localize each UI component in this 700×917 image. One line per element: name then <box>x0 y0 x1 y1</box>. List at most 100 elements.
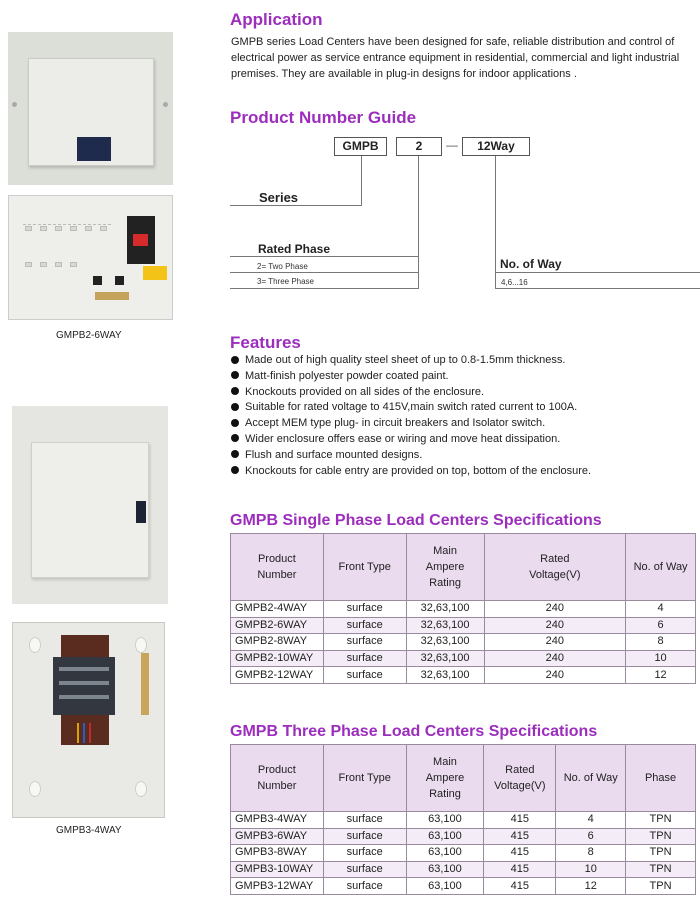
cell: surface <box>322 827 407 846</box>
cell: 415 <box>483 811 557 829</box>
circuit-breakers <box>53 657 115 715</box>
cell: 32,63,100 <box>405 616 485 635</box>
cell: 240 <box>483 666 627 684</box>
bullet-icon <box>231 434 239 443</box>
header-text: Rated Voltage(V) <box>529 553 581 581</box>
cell: 8 <box>555 844 627 862</box>
col-header: Phase <box>625 744 696 812</box>
cell: GMPB2-10WAY <box>230 649 324 668</box>
din-rail <box>23 224 111 234</box>
cell: 415 <box>483 844 557 862</box>
col-header: Product Number <box>230 533 324 601</box>
cell: 32,63,100 <box>405 600 485 618</box>
cell: 10 <box>555 860 627 879</box>
feature-item: Accept MEM type plug- in circuit breaker… <box>231 416 696 432</box>
cell: 63,100 <box>405 827 485 846</box>
product-photo-open-4way <box>12 622 165 818</box>
phase-option: 2= Two Phase <box>257 262 308 271</box>
header-text: Phase <box>644 772 677 784</box>
feature-text: Knockouts for cable entry are provided o… <box>245 464 592 477</box>
photo-caption: GMPB3-4WAY <box>56 825 122 836</box>
header-text: Product Number <box>257 764 297 792</box>
code-dash: — <box>446 138 458 152</box>
knockout-slot <box>55 226 62 231</box>
cell: 8 <box>625 633 696 651</box>
bullet-icon <box>231 450 239 459</box>
cell: 6 <box>555 827 627 846</box>
knockout-slot <box>25 226 32 231</box>
cell: 63,100 <box>405 844 485 862</box>
knockout-slot <box>70 262 77 267</box>
col-header: Rated Voltage(V) <box>483 533 627 601</box>
knockout-slot <box>55 262 62 267</box>
knockout-slot <box>40 262 47 267</box>
cell: TPN <box>625 860 696 879</box>
cell: 32,63,100 <box>405 666 485 684</box>
screw-icon <box>163 102 168 107</box>
bullet-icon <box>231 355 239 364</box>
cell: 415 <box>483 877 557 895</box>
code-way-box: 12Way <box>462 137 530 156</box>
connector-line <box>361 156 362 206</box>
cell: 12 <box>555 877 627 895</box>
feature-text: Flush and surface mounted designs. <box>245 448 423 461</box>
cell: TPN <box>625 827 696 846</box>
bullet-icon <box>231 402 239 411</box>
cell: GMPB2-12WAY <box>230 666 324 684</box>
cell: surface <box>322 616 407 635</box>
cell: 240 <box>483 616 627 635</box>
enclosure-cover <box>28 58 154 166</box>
connector-line <box>230 256 419 257</box>
connector-line <box>418 156 419 288</box>
three-phase-heading: GMPB Three Phase Load Centers Specificat… <box>230 723 598 740</box>
cell: 12 <box>625 666 696 684</box>
header-text: Front Type <box>338 772 391 784</box>
cell: 415 <box>483 860 557 879</box>
feature-text: Accept MEM type plug- in circuit breaker… <box>245 417 546 430</box>
cell: GMPB2-4WAY <box>230 600 324 618</box>
breaker-row <box>59 667 109 671</box>
neutral-bar <box>141 653 149 715</box>
cell: GMPB3-4WAY <box>230 811 324 829</box>
no-of-way-label: No. of Way <box>500 257 562 271</box>
col-header: Front Type <box>322 533 407 601</box>
mounting-hole <box>29 781 41 797</box>
cell: surface <box>322 666 407 684</box>
feature-item: Knockouts for cable entry are provided o… <box>231 464 696 480</box>
cell: GMPB2-8WAY <box>230 633 324 651</box>
header-text: Rated Voltage(V) <box>494 764 546 792</box>
cell: 4 <box>625 600 696 618</box>
cell: GMPB3-6WAY <box>230 827 324 846</box>
series-label: Series <box>259 190 299 205</box>
header-text: No. of Way <box>633 561 688 573</box>
feature-text: Made out of high quality steel sheet of … <box>245 354 566 366</box>
connector-line <box>230 272 419 273</box>
cell: TPN <box>625 844 696 862</box>
wire <box>83 723 85 743</box>
knockout-slot <box>70 226 77 231</box>
connector-line <box>230 205 362 206</box>
col-header: Front Type <box>322 744 407 812</box>
knockout-slot <box>25 262 32 267</box>
connector-line <box>230 288 419 289</box>
cell: 63,100 <box>405 860 485 879</box>
phase-option: 3= Three Phase <box>257 277 315 286</box>
feature-item: Made out of high quality steel sheet of … <box>231 353 696 369</box>
screw-icon <box>12 102 17 107</box>
bullet-icon <box>231 418 239 427</box>
application-text: GMPB series Load Centers have been desig… <box>231 36 680 80</box>
knockout-slot <box>100 226 107 231</box>
feature-text: Suitable for rated voltage to 415V,main … <box>245 401 578 414</box>
product-guide-heading: Product Number Guide <box>230 108 417 127</box>
bullet-icon <box>231 387 239 396</box>
breaker-toggle <box>133 234 148 246</box>
product-photo-closed-6way <box>8 32 173 185</box>
